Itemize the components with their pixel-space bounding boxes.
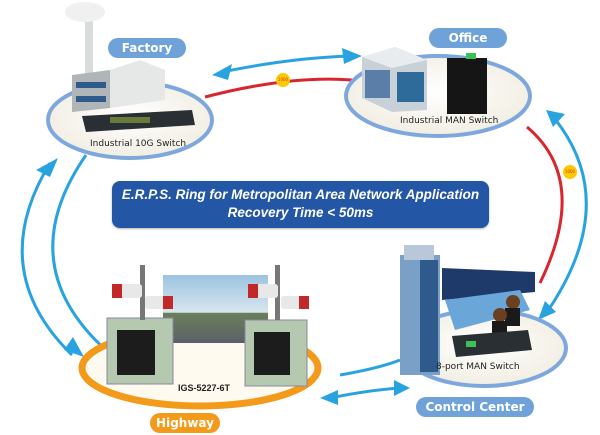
control-center-device-caption: 8-port MAN Switch xyxy=(436,362,520,372)
title-line-2: Recovery Time < 50ms xyxy=(227,205,374,220)
office-device-caption: Industrial MAN Switch xyxy=(400,116,499,126)
highway-device-caption: IGS-5227-6T xyxy=(178,383,231,393)
industrial-man-switch-icon xyxy=(447,53,487,114)
factory-label: Factory xyxy=(108,38,186,58)
8-port-man-switch-icon xyxy=(452,330,532,357)
office-building-icon xyxy=(362,47,427,112)
factory-device-caption: Industrial 10G Switch xyxy=(90,139,187,149)
office-node xyxy=(344,47,532,138)
arrow-highway-control xyxy=(320,358,410,405)
factory-building-icon xyxy=(65,2,165,112)
diagram-title: E.R.P.S. Ring for Metropolitan Area Netw… xyxy=(112,181,489,228)
speed-badge: 1000 xyxy=(276,73,290,87)
arrow-office-control xyxy=(538,110,588,320)
control-center-label: Control Center xyxy=(416,397,534,417)
office-label: Office xyxy=(429,28,507,48)
arrow-factory-office xyxy=(212,48,362,80)
camera-icon xyxy=(112,265,173,320)
title-line-1: E.R.P.S. Ring for Metropolitan Area Netw… xyxy=(121,187,480,202)
factory-node xyxy=(46,2,214,160)
speed-badge: 1000 xyxy=(563,165,577,179)
control-center-node xyxy=(400,245,568,388)
highway-label: Highway xyxy=(150,413,220,433)
camera-icon xyxy=(248,265,309,320)
roadside-cabinet-left xyxy=(106,317,174,385)
roadside-cabinet-right xyxy=(244,319,308,387)
ring-link-office-control xyxy=(526,125,564,284)
highway-node xyxy=(78,265,322,410)
industrial-10g-switch-icon xyxy=(82,110,195,132)
arrow-factory-highway xyxy=(20,154,109,357)
control-tower-icon xyxy=(400,245,440,375)
operators-icon xyxy=(492,295,520,335)
